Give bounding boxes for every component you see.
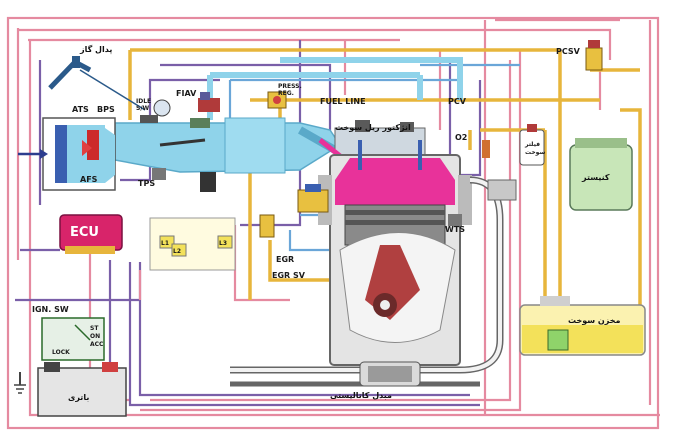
idle-switch: [140, 92, 220, 128]
ignition-switch: [41, 317, 105, 361]
relay-1-label: L1: [161, 240, 169, 247]
relay-box: [149, 217, 236, 271]
ign-st-label: ST: [90, 325, 99, 332]
catalytic-converter: [359, 361, 421, 387]
ecu-box: [59, 214, 123, 254]
canister-label: کنیستر: [581, 173, 610, 182]
pcv-label: PCV: [448, 97, 467, 106]
exhaust-pipe: [230, 176, 517, 387]
fuel-filter-label: فیلتر: [524, 141, 540, 148]
fuel-filter: [519, 124, 545, 166]
air-filter: [18, 117, 116, 191]
ecu-label: ECU: [70, 225, 99, 240]
canister: [569, 138, 633, 211]
relay-2-label: L2: [173, 248, 181, 255]
tps-label: TPS: [138, 179, 155, 188]
battery: [14, 362, 127, 417]
fuel-tank: [519, 296, 646, 356]
battery-label: باتری: [68, 393, 89, 402]
pcsv-label: PCSV: [556, 47, 581, 56]
fuel-line-label: FUEL LINE: [320, 97, 366, 106]
press-reg-label: PRESS.: [278, 83, 302, 90]
wts-sensor: [448, 214, 462, 226]
catalytic-label: مبدل کاتالیستی: [330, 391, 392, 400]
egr-label: EGR: [276, 255, 294, 264]
ign-lock-label: LOCK: [52, 349, 70, 356]
fuel-tank-label: مخزن سوخت: [568, 316, 620, 325]
air-ducts: [207, 57, 463, 120]
ign-acc-label: ACC: [90, 341, 104, 348]
ign-on-label: ON: [90, 333, 100, 340]
press-reg-label-2: REG.: [278, 90, 294, 97]
crankshaft: [339, 232, 456, 343]
o2-label: O2: [455, 133, 467, 142]
rail-injector-label: انژکتور ریل سوخت: [335, 123, 411, 132]
ign-sw-label: IGN. SW: [32, 305, 69, 314]
fuel-rail: [318, 120, 426, 162]
relay-3-label: L3: [219, 240, 227, 247]
fuel-filter-label-2: سوخت: [525, 149, 545, 156]
idle-sw-label-2: S/W: [136, 105, 150, 112]
afs-label: AFS: [80, 175, 98, 184]
gas-pedal-label: پدال گاز: [79, 44, 112, 54]
egr-valve: [259, 184, 329, 238]
bps-label: BPS: [97, 105, 115, 114]
fiav-label: FIAV: [176, 89, 197, 98]
pressure-regulator: [267, 91, 287, 109]
gas-pedal: [48, 56, 146, 111]
fuel-lines: [128, 48, 642, 340]
ats-label: ATS: [72, 105, 89, 114]
intake-manifold: [114, 117, 342, 174]
idle-sw-label: IDLE: [136, 98, 151, 105]
egr-sv-label: EGR SV: [272, 271, 306, 280]
o2-sensor: [482, 140, 490, 158]
wts-label: WTS: [445, 225, 465, 234]
pcsv-valve: [585, 40, 603, 71]
tps-sensor: [152, 168, 216, 192]
